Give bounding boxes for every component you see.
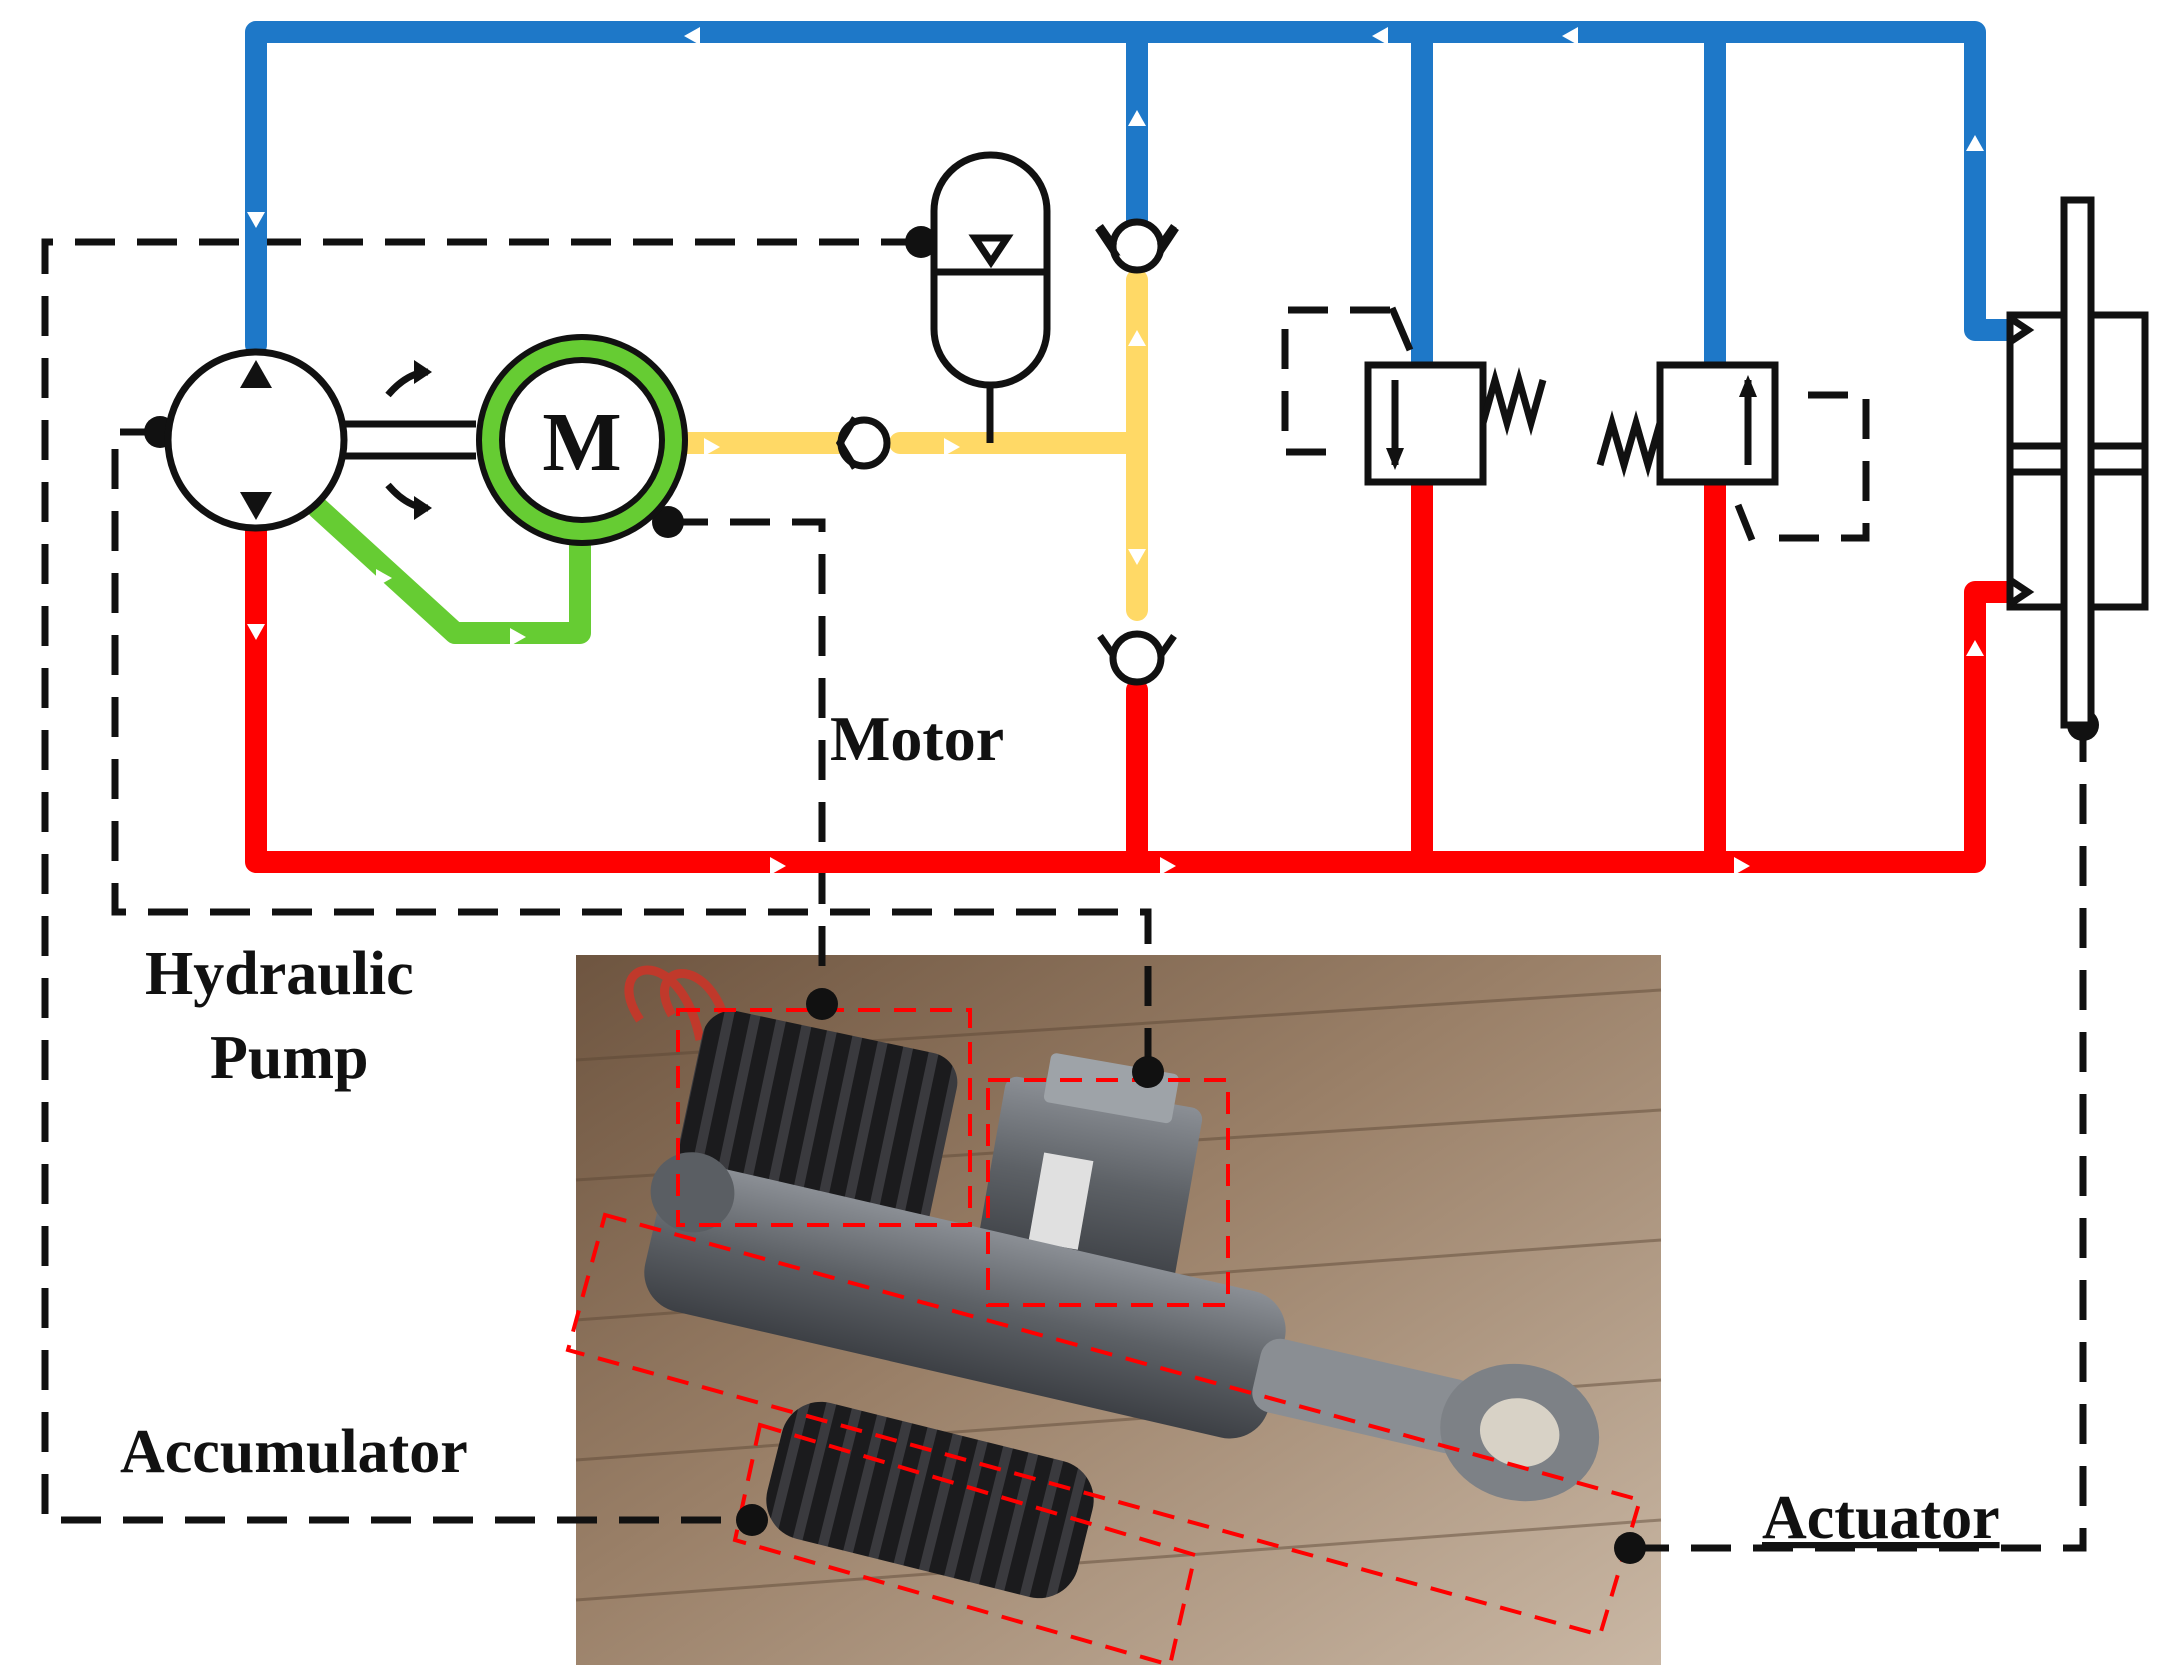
charge-line: [669, 269, 1148, 621]
eha-unit-photo: [565, 955, 1662, 1668]
pressure-line: [245, 471, 2021, 873]
check-valve-lower-icon: [1097, 630, 1177, 686]
check-valve-icon: [835, 416, 891, 470]
photo-outline-accumulator: [732, 1422, 1198, 1668]
photo-actuator-dot: [1614, 1532, 1646, 1564]
check-valve-upper-icon: [1095, 218, 1179, 274]
photo-outline-pump: [986, 1078, 1230, 1307]
accumulator-icon: [930, 151, 1051, 443]
motor-connector-dot: [652, 506, 684, 538]
electric-motor-icon: M: [476, 334, 688, 546]
bidirectional-pump-icon: [164, 348, 348, 532]
motor-symbol-label: M: [542, 396, 621, 489]
return-line: [245, 21, 2021, 373]
hydraulic-pump-label-line2: Pump: [210, 1024, 368, 1092]
hydraulic-pump-label-line1: Hydraulic: [145, 940, 414, 1008]
photo-accumulator-dot: [736, 1504, 768, 1536]
photo-pump-dot: [1132, 1056, 1164, 1088]
accumulator-connector-dot: [905, 226, 937, 258]
drive-shaft: [344, 360, 476, 520]
accumulator-label: Accumulator: [120, 1418, 468, 1486]
actuator-label: Actuator: [1762, 1484, 2000, 1552]
flow-arrows: [247, 27, 1984, 875]
motor-label: Motor: [830, 703, 1004, 774]
relief-valve-2-icon: [1596, 361, 1779, 542]
photo-motor-dot: [806, 988, 838, 1020]
double-acting-cylinder-icon: [2006, 196, 2149, 729]
relief-valve-icon: [1364, 306, 1547, 486]
leader-lines: [41, 238, 2087, 1552]
